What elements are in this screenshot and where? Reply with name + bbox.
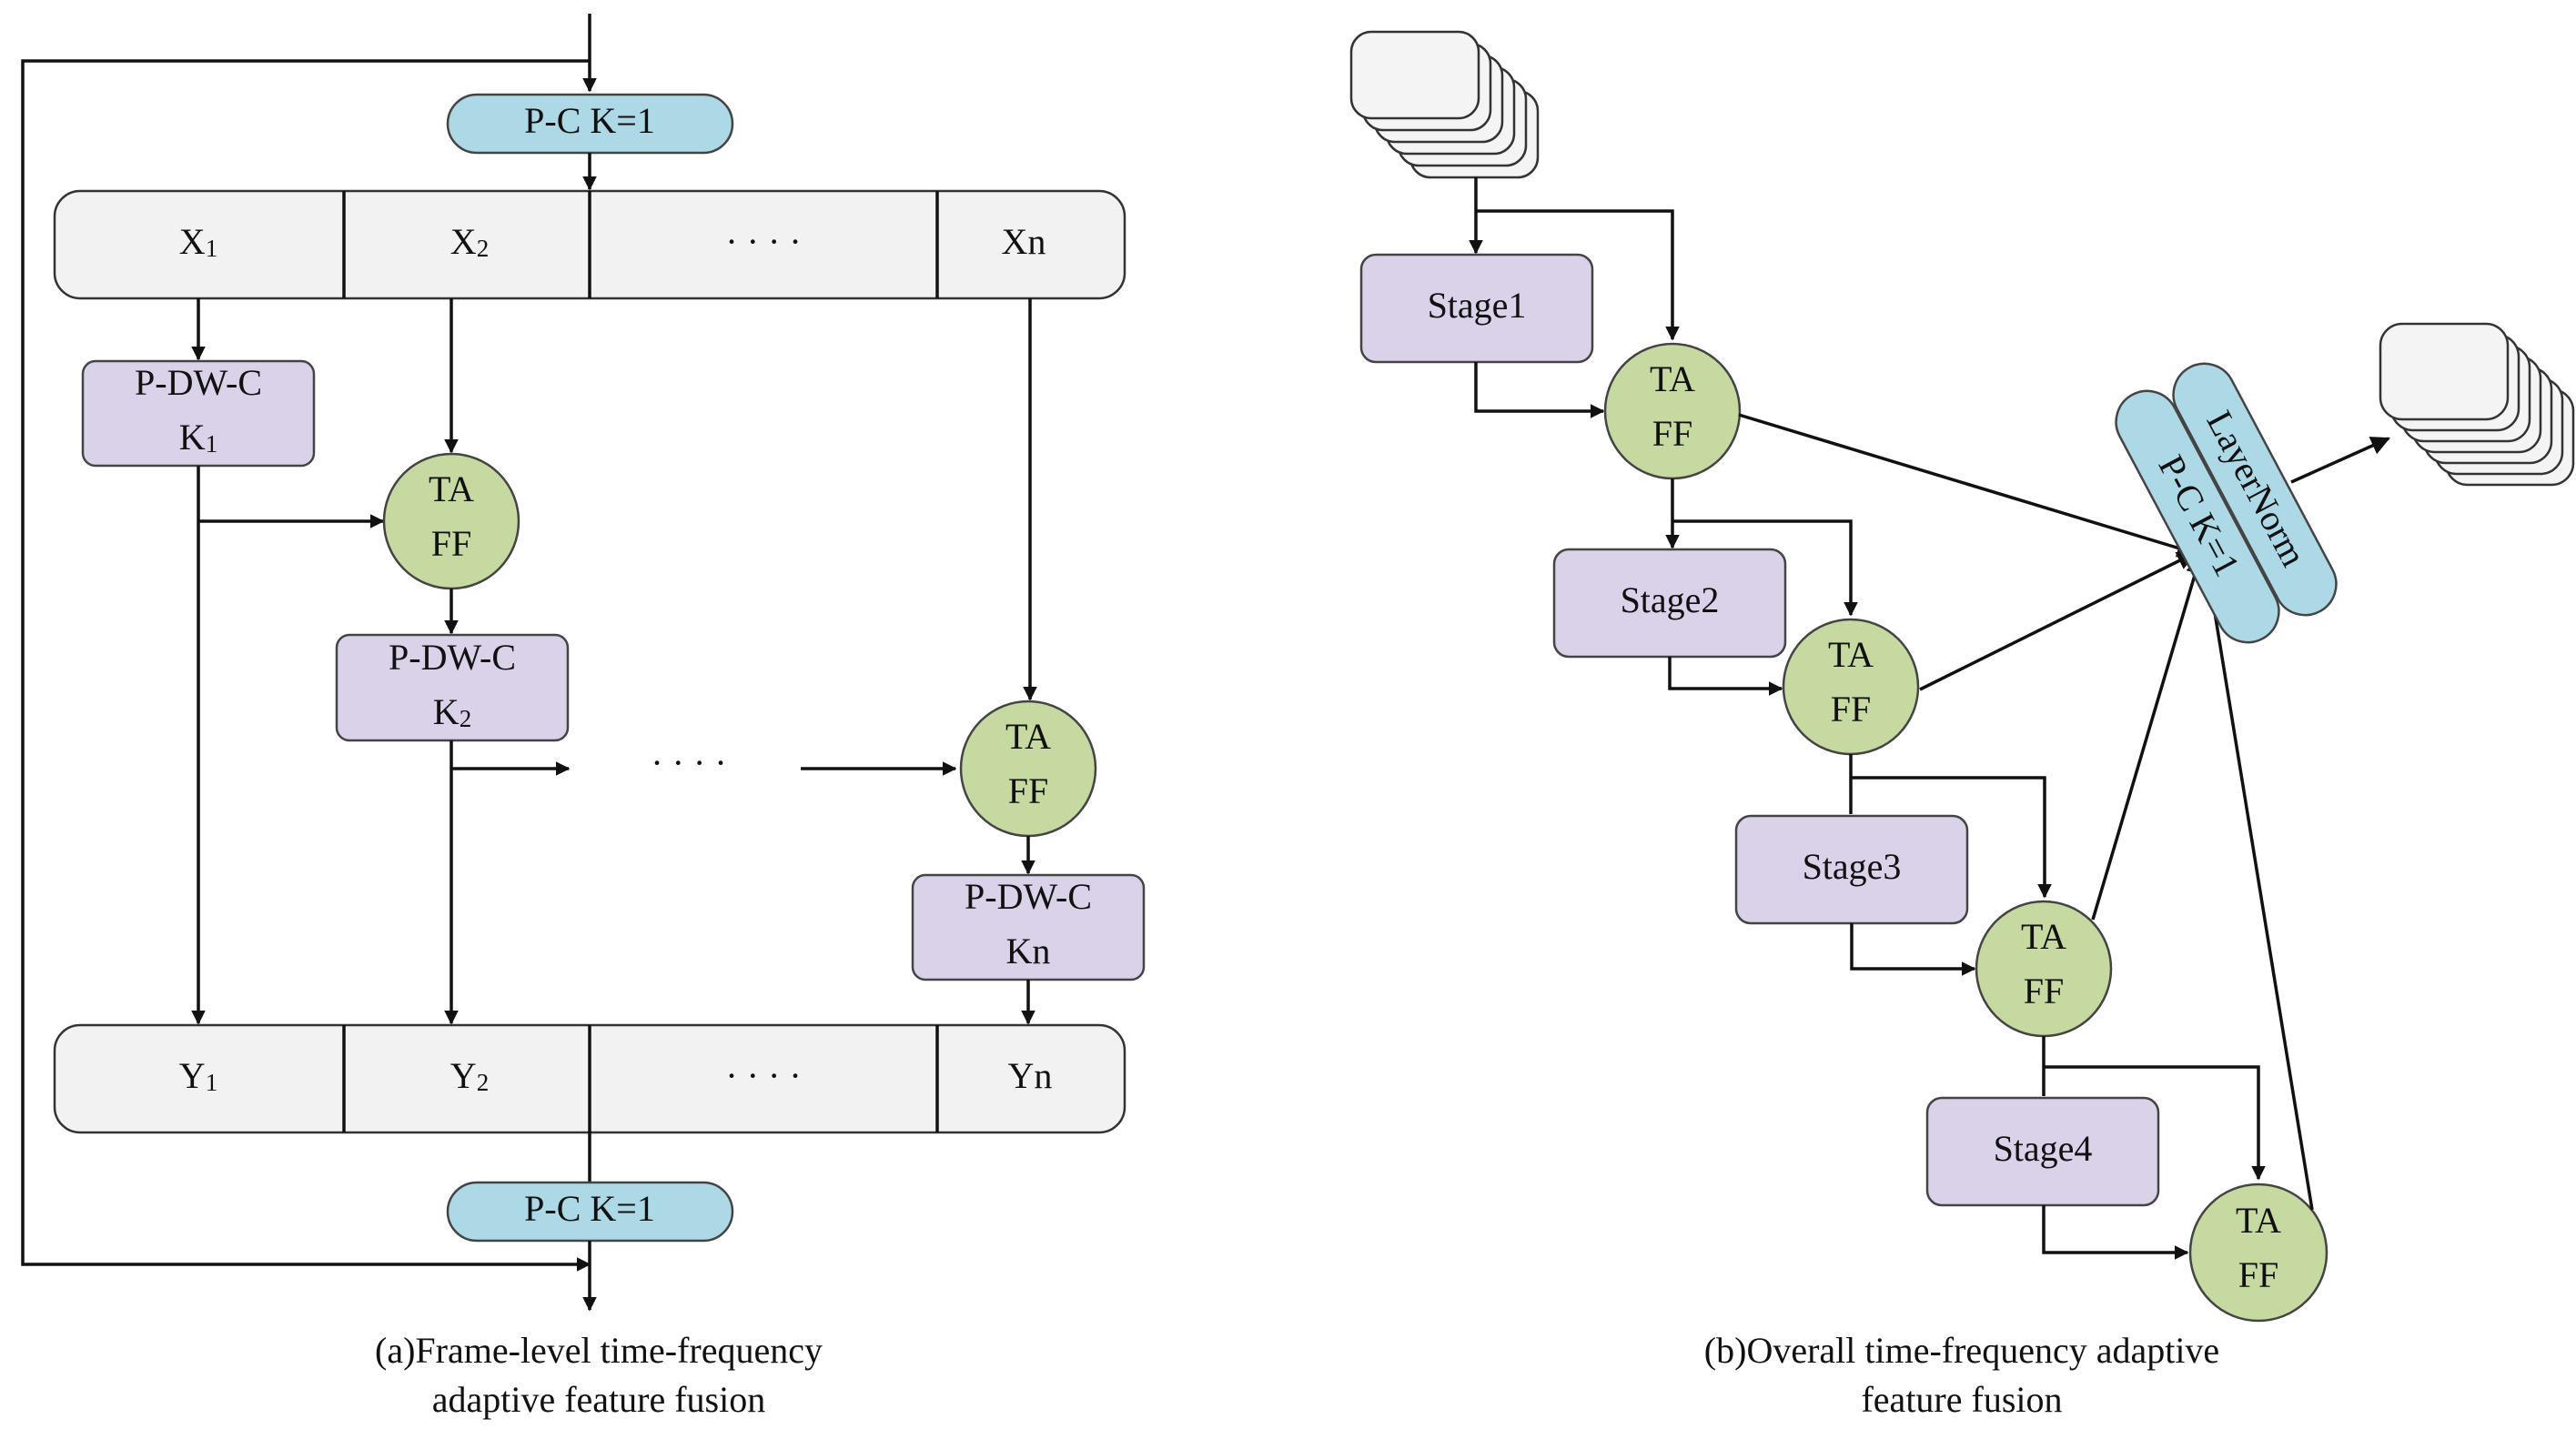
arrow-taff2-to-fusion [1919, 551, 2197, 691]
output-feature-stack [2379, 322, 2575, 487]
pdwc-k2-title: P-DW-C [389, 637, 516, 678]
y2-label: Y2 [450, 1055, 489, 1096]
pc-conv-bottom-label: P-C K=1 [524, 1188, 655, 1229]
arrow-taff3-to-fusion [2091, 554, 2205, 921]
caption-a-line1: (a)Frame-level time-frequency [375, 1330, 823, 1371]
middle-ellipsis: · · · · [651, 742, 726, 783]
pdwc-k2-sub: K2 [433, 691, 471, 732]
caption-a-line2: adaptive feature fusion [432, 1379, 766, 1420]
yn-label: Yn [1008, 1055, 1053, 1096]
arrow-taff1-to-taff2 [1672, 519, 1858, 617]
caption-b-line2: feature fusion [1861, 1379, 2062, 1420]
taff-b4 [2188, 1182, 2329, 1323]
arrow-stage2-to-taff2 [1668, 657, 1783, 696]
x2-label: X2 [450, 221, 489, 262]
arrow-stage3-to-taff3 [1850, 923, 1976, 976]
taff-b4-label-ff: FF [2238, 1254, 2279, 1295]
arrow-input-to-taff1 [1476, 209, 1680, 341]
stage2-label: Stage2 [1621, 579, 1720, 620]
taff-node-n-label-ff: FF [1008, 770, 1049, 811]
pdwc-k1-title: P-DW-C [135, 362, 262, 403]
xn-label: Xn [1002, 221, 1046, 262]
caption-b-line1: (b)Overall time-frequency adaptive [1704, 1330, 2219, 1371]
arrow-fusion-to-output [2290, 437, 2390, 484]
x1-label: X1 [179, 221, 217, 262]
residual-connection [21, 59, 591, 1272]
pdwc-kn-title: P-DW-C [965, 876, 1092, 917]
taff-node-1-label-ta: TA [429, 468, 474, 509]
stage4-label: Stage4 [1994, 1128, 2093, 1169]
y1-label: Y1 [179, 1055, 217, 1096]
stage3-label: Stage3 [1803, 846, 1902, 887]
taff-b4-label-ta: TA [2236, 1200, 2281, 1241]
taff-b1-label-ff: FF [1652, 413, 1693, 454]
x-ellipsis: · · · · [725, 221, 801, 262]
taff-b2-label-ta: TA [1828, 634, 1874, 675]
input-feature-stack [1349, 30, 1540, 179]
pdwc-kn-sub: Kn [1006, 931, 1051, 971]
arrow-stage1-to-taff1 [1474, 362, 1605, 418]
arrow-stage4-to-taff4 [2042, 1205, 2189, 1260]
stage1-label: Stage1 [1428, 285, 1527, 326]
pdwc-k1-sub: K1 [179, 417, 217, 458]
arrow-taff2-to-taff3 [1851, 776, 2052, 899]
arrow-taff3-to-taff4 [2044, 1065, 2266, 1181]
taff-b3-label-ff: FF [2024, 971, 2065, 1011]
pc-conv-top-label: P-C K=1 [524, 100, 655, 141]
arrow-taff1-to-fusion [1738, 413, 2197, 558]
taff-node-1-label-ff: FF [431, 523, 472, 564]
panel-a: P-C K=1 X1 X2 · · · · Xn Y1 Y2 · · · · Y… [21, 14, 1146, 1420]
taff-b1-label-ta: TA [1650, 358, 1695, 399]
taff-b3-label-ta: TA [2021, 916, 2066, 957]
taff-node-n-label-ta: TA [1005, 716, 1051, 757]
panel-b: Stage1 TA FF Stage2 TA FF Stage3 TA FF S… [1349, 30, 2575, 1420]
taff-b2-label-ff: FF [1831, 689, 1872, 730]
arrow-taff4-to-fusion [2198, 554, 2314, 1211]
y-ellipsis: · · · · [725, 1055, 801, 1096]
